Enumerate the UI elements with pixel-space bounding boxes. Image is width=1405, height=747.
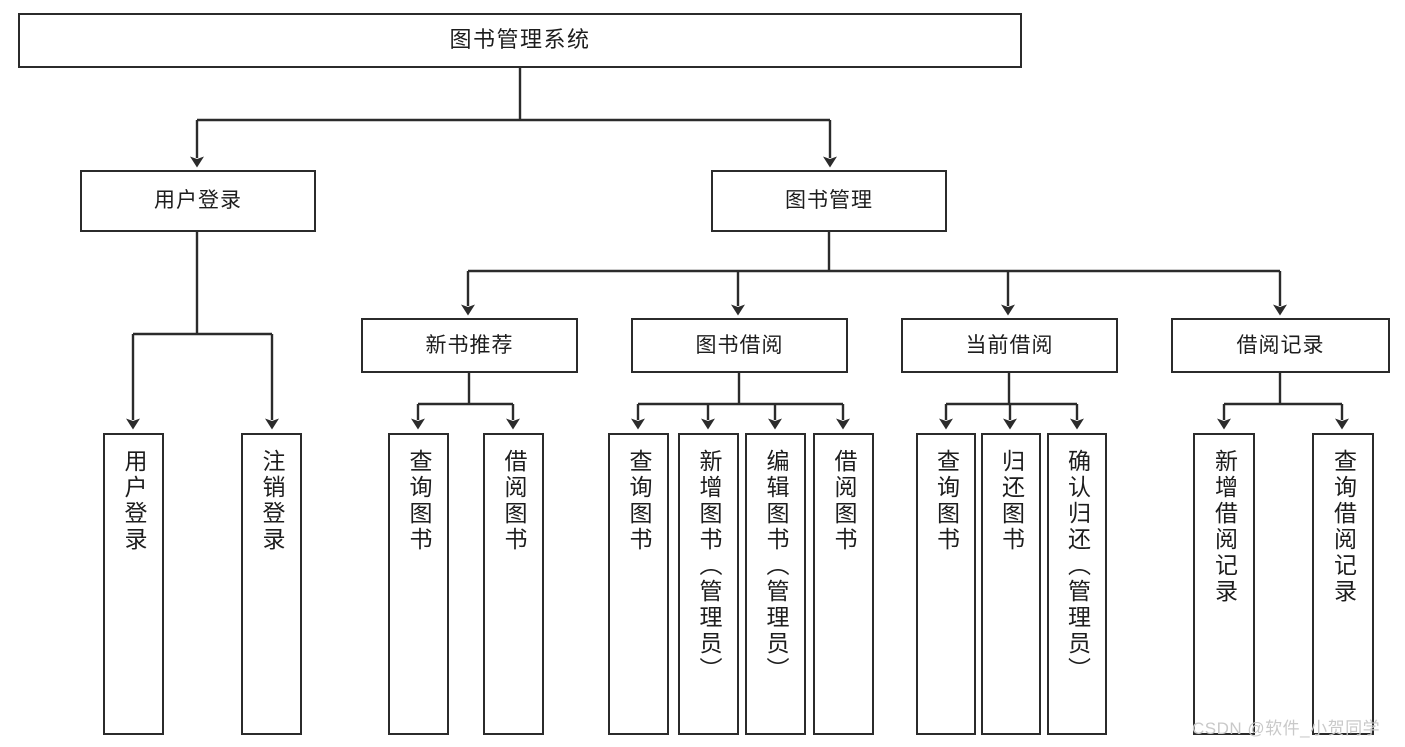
node-leaf-return-book[interactable]: 归还图书: [981, 433, 1041, 735]
node-label: 查询借阅记录: [1330, 449, 1357, 605]
node-leaf-confirm-return[interactable]: 确认归还（管理员）: [1047, 433, 1107, 735]
node-label: 当前借阅: [965, 333, 1054, 357]
node-label: 图书管理: [785, 189, 873, 213]
node-book-borrow[interactable]: 图书借阅: [631, 318, 848, 373]
node-leaf-query-book-2[interactable]: 查询图书: [608, 433, 669, 735]
node-leaf-add-record[interactable]: 新增借阅记录: [1193, 433, 1255, 735]
node-leaf-borrow-book-2[interactable]: 借阅图书: [813, 433, 874, 735]
node-label: 图书借阅: [695, 333, 784, 357]
node-leaf-query-book-1[interactable]: 查询图书: [388, 433, 449, 735]
node-leaf-user-login[interactable]: 用户登录: [103, 433, 164, 735]
node-label: 用户登录: [121, 449, 147, 553]
node-book-manage[interactable]: 图书管理: [711, 170, 947, 232]
node-label: 确认归还（管理员）: [1064, 449, 1091, 683]
node-leaf-logout[interactable]: 注销登录: [241, 433, 302, 735]
node-label: 查询图书: [406, 449, 432, 553]
node-new-book-recommend[interactable]: 新书推荐: [361, 318, 578, 373]
node-label: 查询图书: [933, 449, 960, 553]
node-user-login[interactable]: 用户登录: [80, 170, 316, 232]
node-label: 图书管理系统: [449, 27, 591, 53]
node-label: 新增图书（管理员）: [696, 449, 722, 683]
node-current-borrow[interactable]: 当前借阅: [901, 318, 1118, 373]
node-label: 注销登录: [259, 449, 285, 553]
node-label: 借阅记录: [1236, 333, 1325, 357]
node-root-system[interactable]: 图书管理系统: [18, 13, 1022, 68]
node-leaf-query-record[interactable]: 查询借阅记录: [1312, 433, 1374, 735]
node-leaf-add-book[interactable]: 新增图书（管理员）: [678, 433, 739, 735]
node-leaf-borrow-book-1[interactable]: 借阅图书: [483, 433, 544, 735]
node-label: 新书推荐: [425, 333, 514, 357]
node-leaf-edit-book[interactable]: 编辑图书（管理员）: [745, 433, 806, 735]
node-label: 归还图书: [998, 449, 1025, 553]
node-label: 借阅图书: [831, 449, 857, 553]
node-label: 用户登录: [154, 189, 242, 213]
node-label: 新增借阅记录: [1211, 449, 1238, 605]
node-label: 借阅图书: [501, 449, 527, 553]
node-leaf-query-book-3[interactable]: 查询图书: [916, 433, 976, 735]
node-label: 编辑图书（管理员）: [763, 449, 789, 683]
node-label: 查询图书: [626, 449, 652, 553]
node-borrow-record[interactable]: 借阅记录: [1171, 318, 1390, 373]
